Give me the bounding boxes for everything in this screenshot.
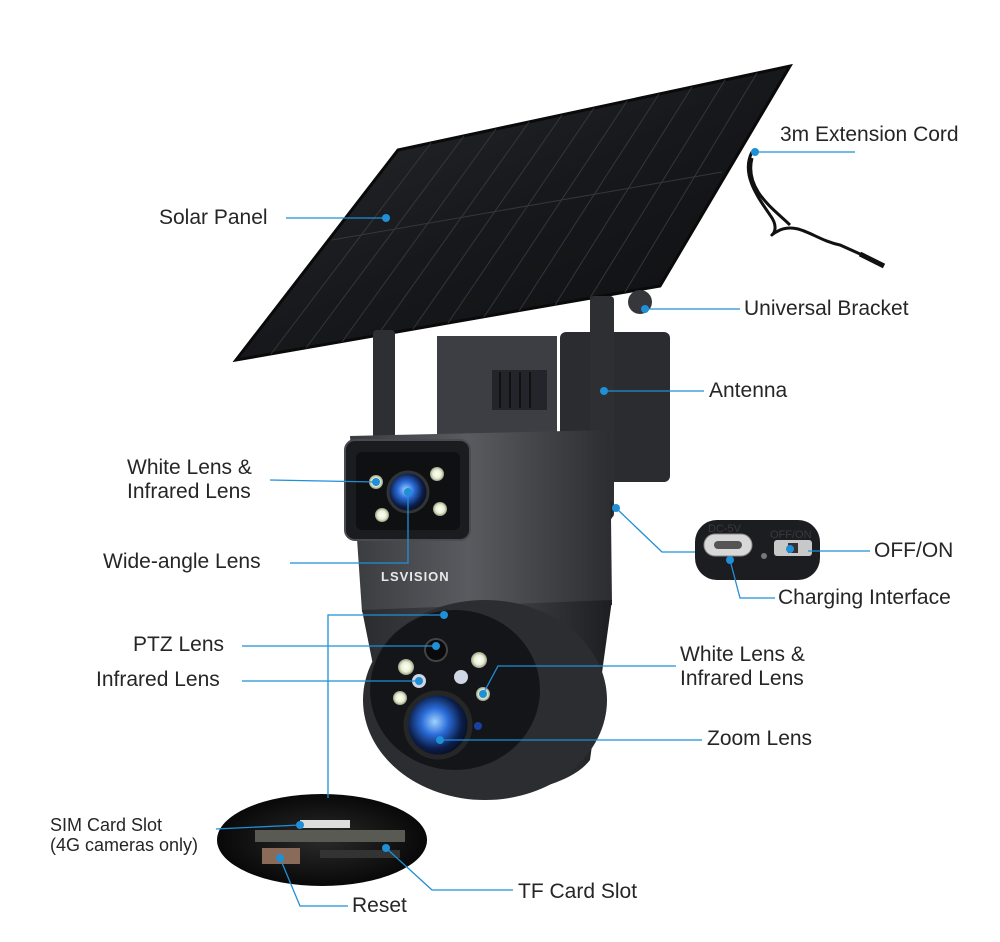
label-wide-angle-lens: Wide-angle Lens — [103, 550, 261, 573]
dc-label: DC-5V — [708, 523, 742, 535]
label-infrared-lens: Infrared Lens — [96, 668, 220, 691]
port-inset: DC-5V OFF/ON — [695, 520, 820, 580]
brand-logo: LSVISION — [381, 569, 450, 584]
switch-label: OFF/ON — [770, 529, 812, 541]
label-off-on: OFF/ON — [874, 539, 954, 562]
extension-cord — [746, 151, 886, 269]
card-slot-inset — [217, 794, 427, 886]
label-white-infrared-lower-1: White Lens & — [680, 643, 805, 666]
bracket-housing — [437, 290, 670, 482]
label-tf-card-slot: TF Card Slot — [518, 880, 638, 903]
label-solar-panel: Solar Panel — [159, 206, 268, 229]
leader-dots — [276, 148, 794, 862]
label-zoom-lens: Zoom Lens — [707, 727, 813, 750]
label-ptz-lens: PTZ Lens — [133, 633, 225, 656]
label-white-infrared-lower-2: Infrared Lens — [680, 667, 804, 690]
leader-lines — [215, 151, 870, 907]
label-sim-card-slot-2: (4G cameras only) — [50, 835, 199, 855]
label-extension-cord: 3m Extension Cord — [780, 123, 959, 146]
label-antenna: Antenna — [709, 379, 788, 402]
label-charging-interface: Charging Interface — [778, 586, 951, 609]
upper-body: LSVISION — [344, 430, 612, 612]
label-white-infrared-upper-1: White Lens & — [127, 456, 252, 479]
ptz-dome — [362, 600, 612, 800]
label-universal-bracket: Universal Bracket — [744, 297, 909, 320]
label-sim-card-slot-1: SIM Card Slot — [50, 815, 163, 835]
solar-panel — [232, 63, 794, 363]
label-reset: Reset — [352, 894, 407, 917]
label-white-infrared-upper-2: Infrared Lens — [127, 480, 251, 503]
